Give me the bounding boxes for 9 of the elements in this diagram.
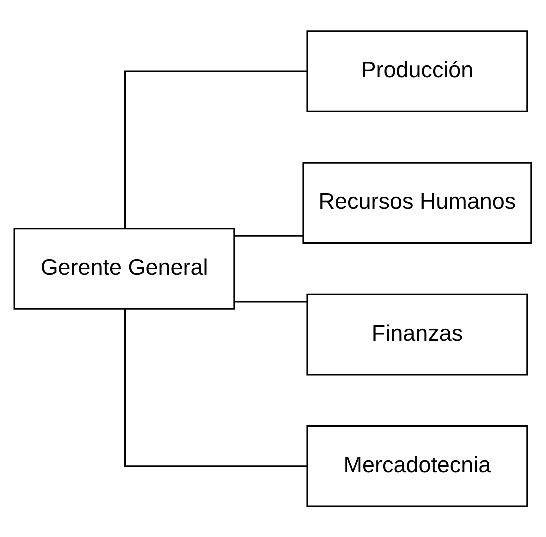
connector (124, 70, 308, 228)
node-box: Mercadotecnia (306, 425, 528, 507)
connector (124, 308, 308, 467)
node-box: Recursos Humanos (302, 162, 532, 244)
connector (234, 234, 304, 236)
connector (234, 300, 308, 302)
node-box: Gerente General (14, 228, 236, 310)
node-box: Finanzas (306, 293, 528, 376)
node-box: Producción (306, 30, 528, 112)
